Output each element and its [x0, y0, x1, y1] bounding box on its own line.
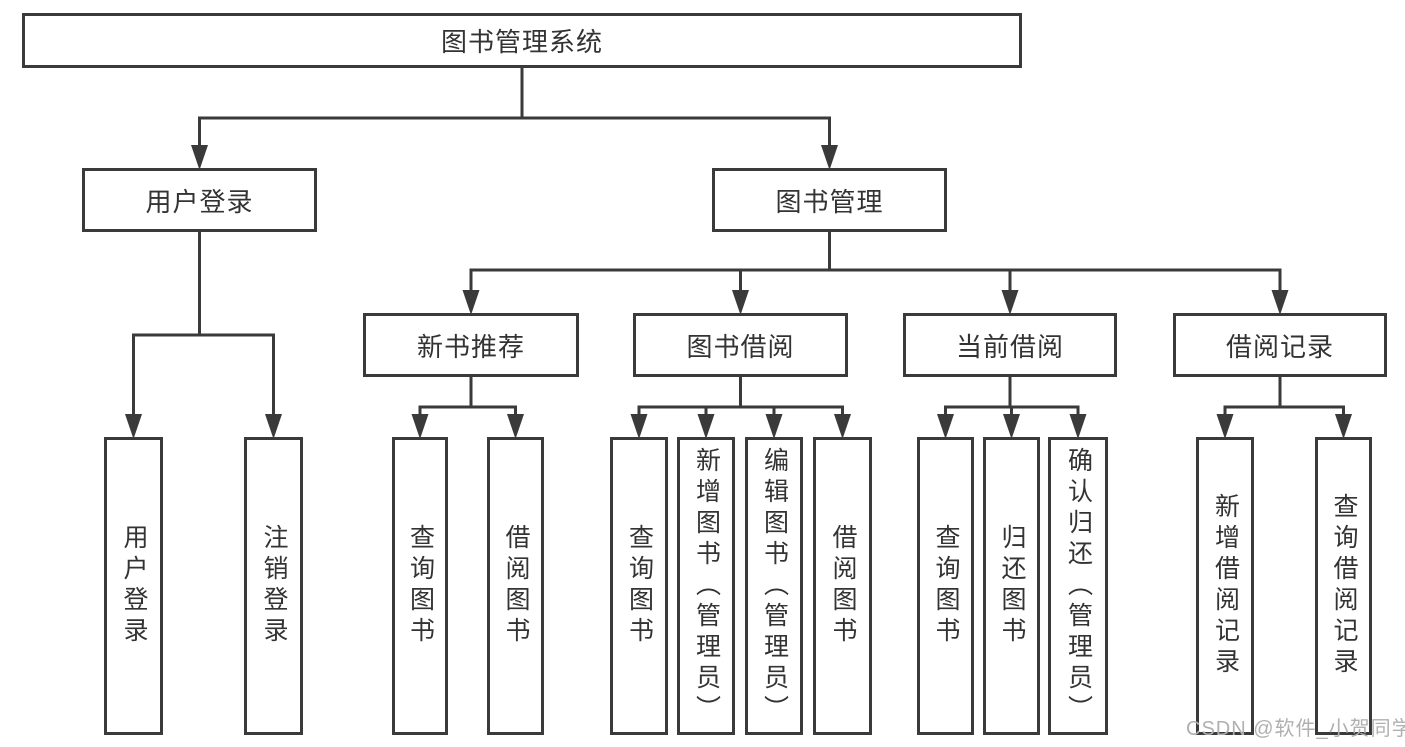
arrowhead-icon [821, 145, 838, 170]
arrowhead-icon [765, 414, 783, 439]
node-logout: 注销登录 [244, 437, 303, 735]
node-label-return-books: 归还图书 [998, 524, 1026, 648]
arrowhead-icon [1003, 414, 1020, 439]
node-label-system: 图书管理系统 [440, 27, 603, 57]
node-new-book-recommend: 新书推荐 [363, 313, 579, 377]
node-add-books-admin: 新增图书（管理员） [677, 437, 735, 735]
node-query-books-3: 查询图书 [917, 437, 974, 735]
arrowhead-icon [1069, 414, 1087, 439]
arrowhead-icon [1335, 414, 1352, 439]
node-label-confirm-return-admin: 确认归还（管理员） [1064, 446, 1093, 726]
node-book-borrowing: 图书借阅 [633, 313, 848, 377]
node-add-borrow-record: 新增借阅记录 [1196, 437, 1254, 735]
node-label-login: 用户登录 [120, 524, 148, 648]
node-label-new-book-recommend: 新书推荐 [416, 331, 525, 362]
node-confirm-return-admin: 确认归还（管理员） [1048, 437, 1108, 735]
node-label-query-books-1: 查询图书 [406, 524, 435, 648]
arrowhead-icon [732, 290, 749, 315]
node-label-book-management: 图书管理 [775, 186, 884, 217]
node-label-borrow-books-2: 借阅图书 [829, 524, 857, 648]
arrowhead-icon [1271, 290, 1289, 315]
node-label-user-login: 用户登录 [145, 186, 254, 217]
arrowhead-icon [630, 414, 648, 439]
node-label-logout: 注销登录 [260, 524, 288, 648]
arrowhead-icon [937, 414, 954, 439]
node-label-book-borrowing: 图书借阅 [686, 331, 795, 362]
node-label-current-borrowing: 当前借阅 [955, 331, 1064, 362]
watermark: CSDN @软件_小贺同学 [1186, 718, 1405, 740]
node-edit-books-admin: 编辑图书（管理员） [745, 437, 803, 735]
node-query-books-1: 查询图书 [392, 437, 448, 735]
node-login: 用户登录 [104, 437, 163, 735]
arrowhead-icon [1001, 290, 1019, 315]
node-book-management: 图书管理 [712, 168, 947, 232]
arrowhead-icon [411, 414, 429, 439]
node-label-borrowing-records: 借阅记录 [1225, 331, 1334, 362]
node-system: 图书管理系统 [22, 13, 1022, 68]
node-borrow-books-2: 借阅图书 [813, 437, 872, 735]
node-label-add-borrow-record: 新增借阅记录 [1211, 493, 1240, 679]
arrowhead-icon [507, 414, 524, 439]
node-label-query-borrow-record: 查询借阅记录 [1330, 493, 1358, 679]
node-label-query-books-2: 查询图书 [625, 524, 654, 648]
arrowhead-icon [191, 145, 208, 170]
arrowhead-icon [265, 414, 282, 439]
arrowhead-icon [125, 414, 142, 439]
node-label-query-books-3: 查询图书 [932, 524, 960, 648]
node-label-edit-books-admin: 编辑图书（管理员） [760, 446, 789, 726]
node-borrowing-records: 借阅记录 [1173, 313, 1387, 377]
arrowhead-icon [462, 290, 480, 315]
node-borrow-books-1: 借阅图书 [487, 437, 544, 735]
arrowhead-icon [1216, 414, 1234, 439]
node-label-add-books-admin: 新增图书（管理员） [692, 446, 721, 726]
node-query-borrow-record: 查询借阅记录 [1315, 437, 1372, 735]
arrowhead-icon [834, 414, 851, 439]
arrowhead-icon [697, 414, 715, 439]
node-return-books: 归还图书 [983, 437, 1040, 735]
node-current-borrowing: 当前借阅 [903, 313, 1117, 377]
node-label-borrow-books-1: 借阅图书 [502, 524, 530, 648]
node-query-books-2: 查询图书 [610, 437, 668, 735]
node-user-login: 用户登录 [82, 168, 317, 232]
